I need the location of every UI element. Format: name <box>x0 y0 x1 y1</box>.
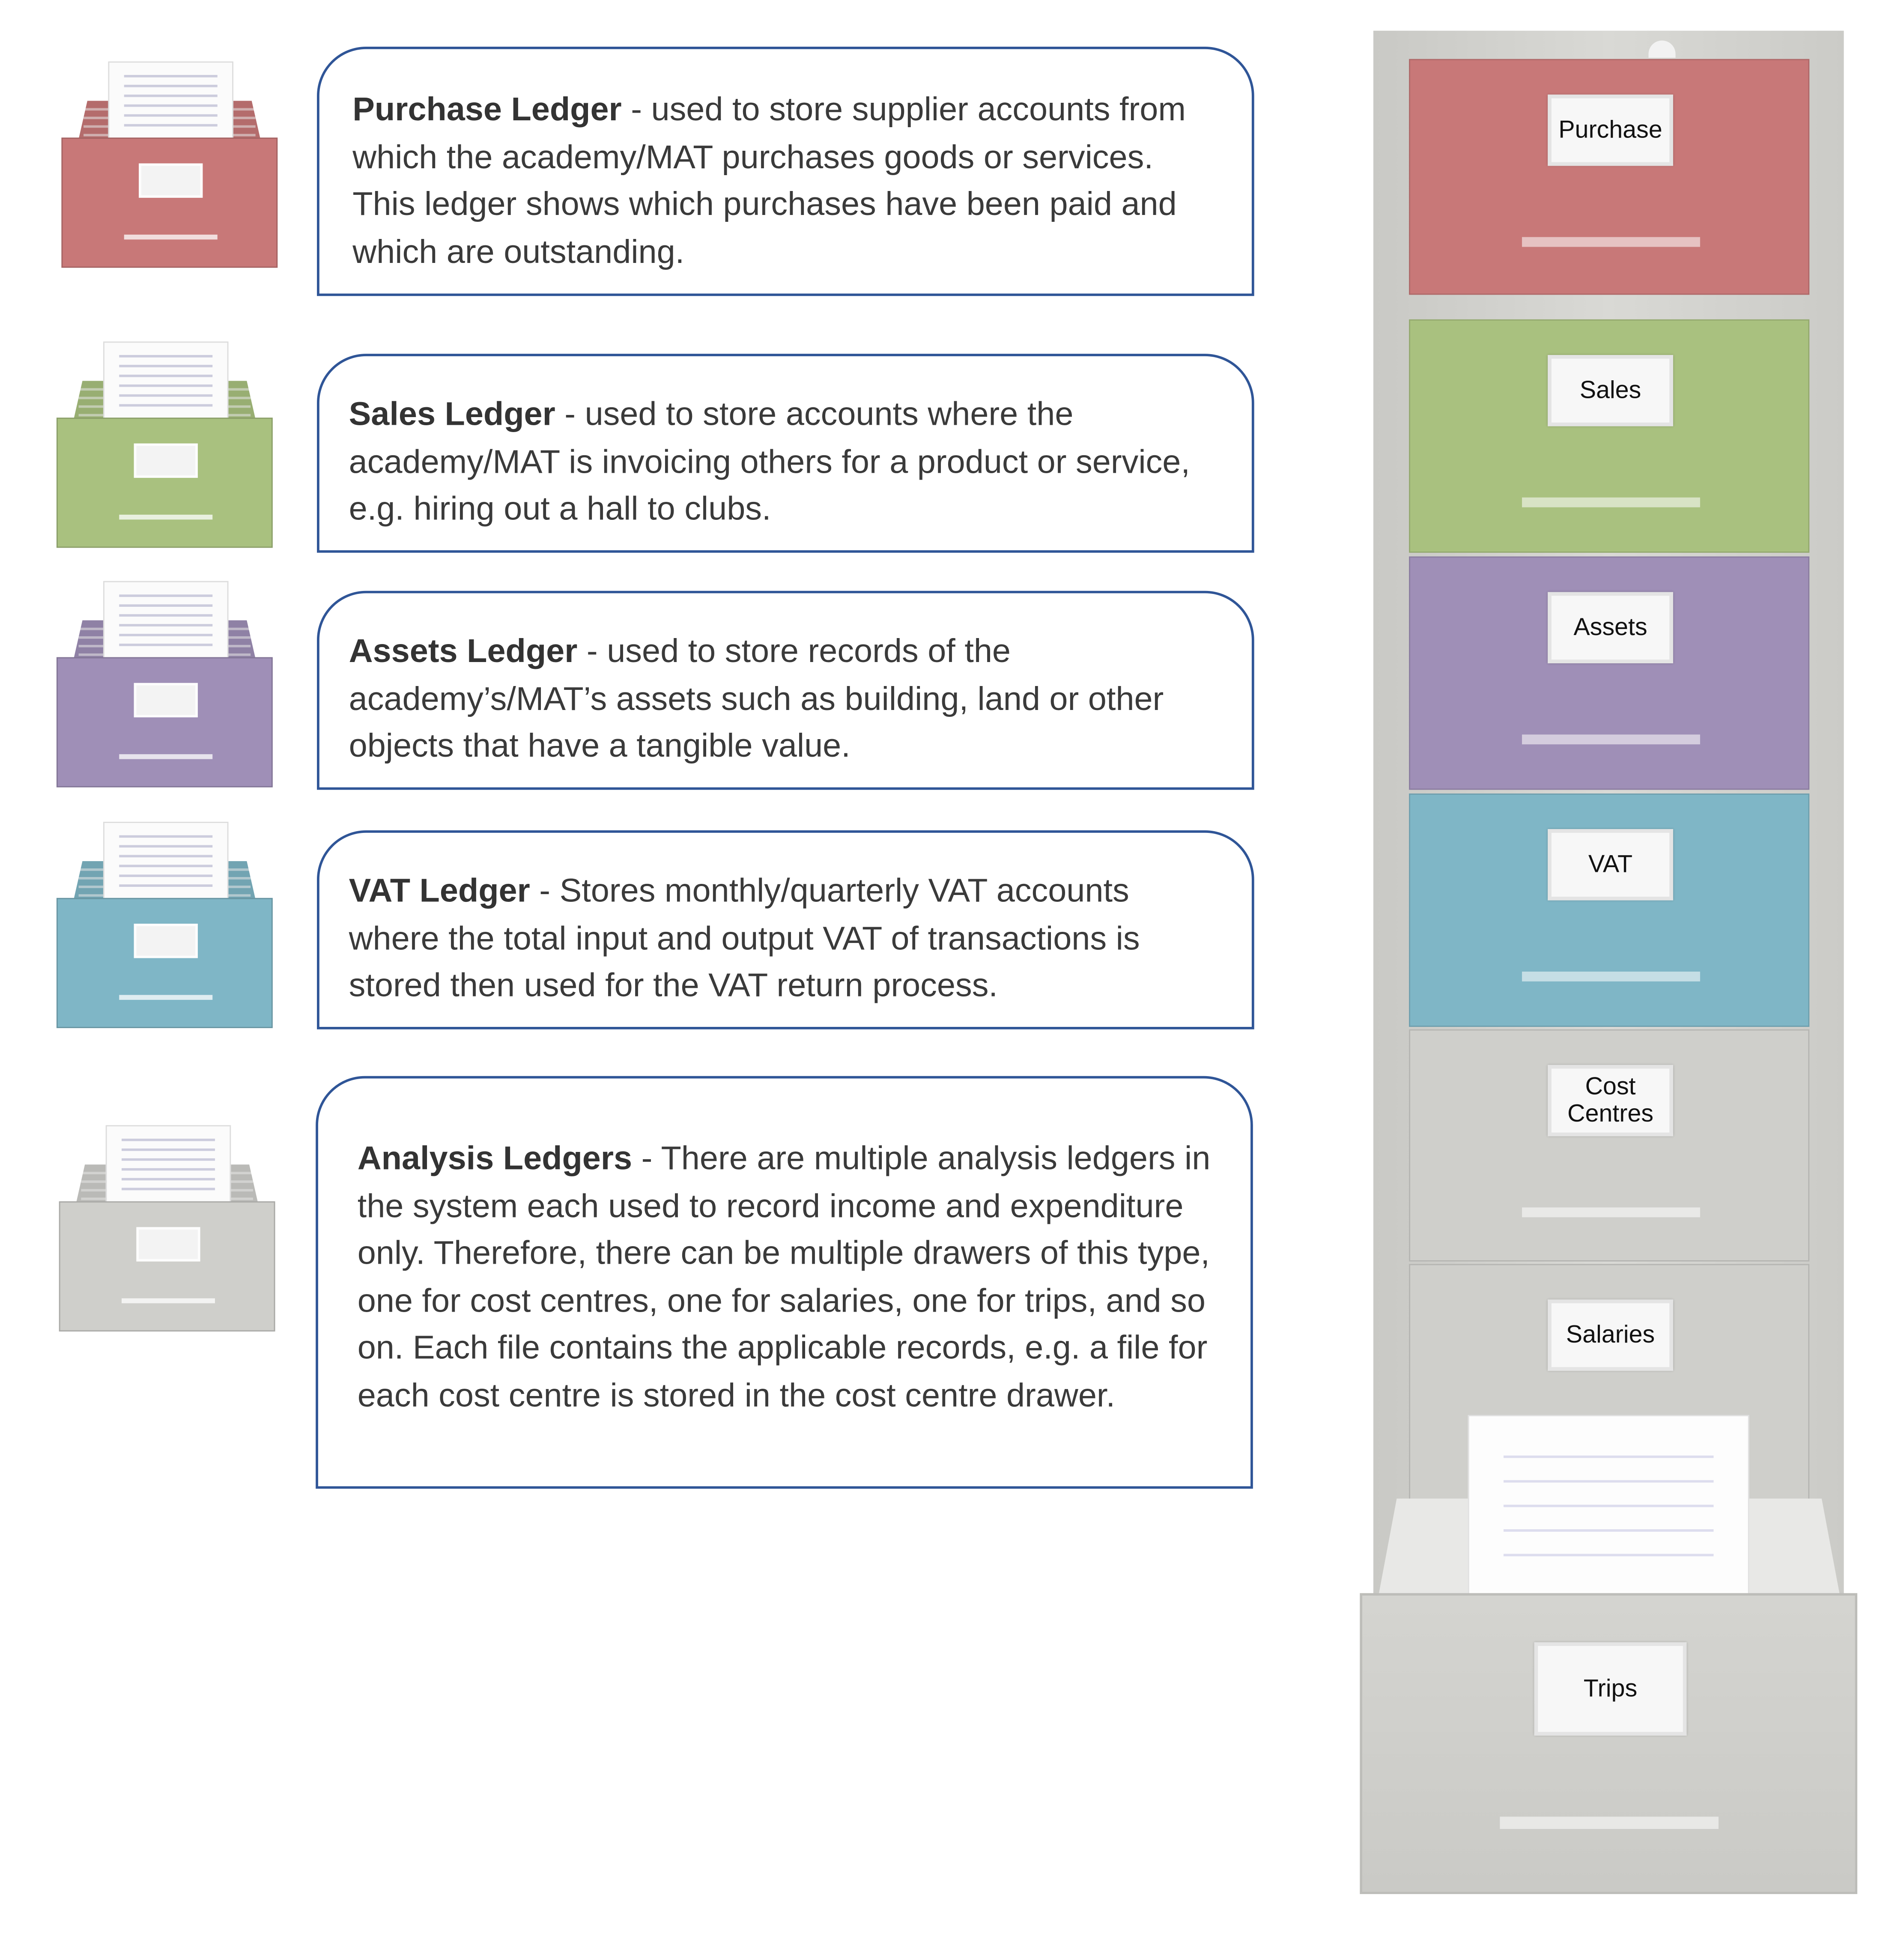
drawer-sales[interactable]: Sales <box>1409 319 1810 553</box>
drawer-handle <box>1522 734 1700 745</box>
ledger-box-sales: Sales Ledger - used to store accounts wh… <box>317 354 1254 553</box>
drawer-icon <box>61 61 278 270</box>
drawer-label: Assets <box>1548 592 1673 663</box>
drawer-cost-centres[interactable]: Cost Centres <box>1409 1029 1810 1262</box>
drawer-label: VAT <box>1548 829 1673 901</box>
drawer-handle <box>1522 237 1700 247</box>
drawer-handle <box>1522 1207 1700 1217</box>
drawer-handle <box>1522 971 1700 981</box>
drawer-label: Purchase <box>1548 94 1673 166</box>
drawer-label: Sales <box>1548 355 1673 427</box>
cabinet-lock-icon <box>1648 40 1676 58</box>
drawer-label: Salaries <box>1548 1299 1673 1371</box>
drawer-purchase[interactable]: Purchase <box>1409 59 1810 295</box>
drawer-handle <box>1500 1817 1719 1829</box>
drawer-icon <box>59 1125 275 1334</box>
ledger-box-vat: VAT Ledger - Stores monthly/quarterly VA… <box>317 830 1254 1029</box>
open-drawer-trips[interactable]: Trips <box>1360 1593 1858 1894</box>
ledger-box-analysis: Analysis Ledgers - There are multiple an… <box>316 1076 1253 1489</box>
drawer-label: Cost Centres <box>1548 1065 1673 1137</box>
drawer-label: Trips <box>1534 1642 1687 1736</box>
drawer-icon <box>56 581 273 790</box>
drawer-vat[interactable]: VAT <box>1409 793 1810 1027</box>
drawer-icon <box>56 821 273 1031</box>
drawer-assets[interactable]: Assets <box>1409 556 1810 790</box>
drawer-icon <box>56 341 273 550</box>
file-paper <box>1468 1415 1749 1597</box>
ledger-box-purchase: Purchase Ledger - used to store supplier… <box>317 46 1254 296</box>
ledger-box-assets: Assets Ledger - used to store records of… <box>317 591 1254 790</box>
drawer-handle <box>1522 497 1700 507</box>
